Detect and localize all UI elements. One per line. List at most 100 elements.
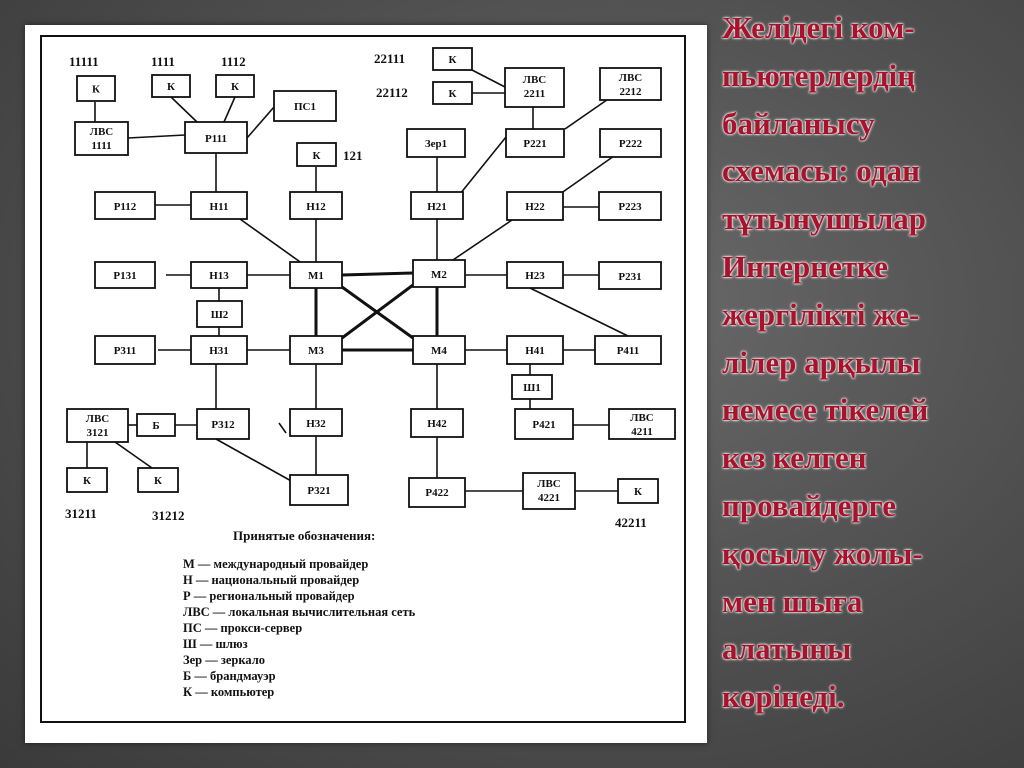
legend-item-zer: Зер — зеркало — [183, 653, 265, 667]
node-b-label: Б — [152, 420, 159, 432]
node-p321-label: Р321 — [307, 485, 330, 497]
node-b: Б — [136, 413, 176, 437]
node-p312-label: Р312 — [211, 419, 235, 431]
legend-item-lvs: ЛВС — локальная вычислительная сеть — [183, 605, 416, 619]
node-k1111-label: К — [167, 81, 175, 93]
node-lvs2212: ЛВС 2212 — [599, 67, 662, 101]
connection-lines — [86, 69, 631, 492]
node-ps1-label: ПС1 — [294, 101, 316, 113]
label-121: 121 — [343, 148, 363, 163]
node-p222-label: Р222 — [619, 138, 643, 150]
caption-line: көрінеді. — [722, 679, 845, 715]
node-m1: М1 — [289, 261, 343, 289]
caption-line: қосылу жолы- — [722, 535, 923, 571]
caption-line: Желідегі ком- — [722, 10, 915, 45]
node-m2-label: М2 — [431, 269, 447, 281]
node-n12: Н12 — [289, 191, 343, 220]
node-sh2-label: Ш2 — [211, 309, 229, 321]
node-p321: Р321 — [289, 474, 349, 506]
slide-caption: Желідегі ком- пьютерлердің байланысу схе… — [722, 4, 1018, 721]
node-k22111: К — [432, 47, 473, 71]
node-p221-label: Р221 — [523, 138, 546, 150]
caption-line: схемасы: одан — [722, 153, 920, 189]
legend-item-ps: ПС — прокси-сервер — [183, 621, 302, 635]
caption-line: Интернетке — [722, 248, 888, 284]
legend-item-k: К — компьютер — [183, 685, 274, 699]
caption-line: провайдерге — [722, 487, 897, 523]
node-k1112: К — [215, 74, 255, 98]
caption-line: кез келген — [722, 440, 867, 476]
node-lvs2212-label-a: ЛВС — [619, 72, 643, 84]
label-42211: 42211 — [615, 515, 647, 530]
node-k31211-label: К — [83, 475, 91, 487]
node-lvs2212-label-b: 2212 — [620, 86, 643, 98]
node-lvs3121: ЛВС 3121 — [66, 408, 129, 443]
node-p411-label: Р411 — [617, 345, 640, 357]
label-22112: 22112 — [376, 85, 408, 100]
node-n41: Н41 — [506, 335, 564, 365]
node-n22-label: Н22 — [525, 201, 545, 213]
caption-line: пьютерлердің — [722, 57, 916, 93]
node-k31211: К — [66, 467, 108, 493]
legend: Принятые обозначения: М — международный … — [183, 528, 416, 699]
node-k11111: К — [76, 75, 116, 102]
node-zer1: Зер1 — [406, 128, 466, 158]
node-ps1: ПС1 — [273, 90, 337, 122]
node-k22112-label: К — [449, 88, 457, 100]
node-p411: Р411 — [594, 335, 662, 365]
node-p311-label: Р311 — [114, 345, 137, 357]
label-1112: 1112 — [221, 54, 246, 69]
node-p312: Р312 — [196, 408, 250, 440]
node-p221: Р221 — [505, 128, 565, 158]
node-n21: Н21 — [410, 191, 464, 220]
node-p131-label: Р131 — [113, 270, 136, 282]
node-k11111-label: К — [92, 84, 100, 96]
node-n23: Н23 — [506, 261, 564, 289]
node-lvs4211: ЛВС 4211 — [608, 408, 676, 440]
node-lvs3121-label-a: ЛВС — [86, 413, 110, 425]
node-p231: Р231 — [598, 261, 662, 290]
node-k22111-label: К — [449, 54, 457, 66]
legend-item-b: Б — брандмауэр — [183, 669, 276, 683]
node-n11-label: Н11 — [210, 201, 229, 213]
node-k1111: К — [151, 74, 191, 98]
node-sh2: Ш2 — [196, 300, 243, 328]
node-lvs2211: ЛВС 2211 — [504, 67, 565, 108]
node-p111: Р111 — [184, 121, 248, 154]
caption-line: байланысу — [722, 105, 875, 141]
node-m3: М3 — [289, 335, 343, 365]
node-k42211: К — [617, 478, 659, 504]
label-22111: 22111 — [374, 51, 405, 66]
node-lvs3121-label-b: 3121 — [87, 427, 109, 439]
caption-line: мен шыға — [722, 583, 863, 619]
node-p131: Р131 — [94, 261, 156, 289]
legend-item-n: Н — национальный провайдер — [183, 573, 359, 587]
node-n11: Н11 — [190, 191, 248, 220]
caption-line: тұтынушылар — [722, 201, 927, 237]
node-zer1-label: Зер1 — [425, 138, 447, 150]
node-lvs4221-label-b: 4221 — [538, 492, 560, 504]
node-k22112: К — [432, 81, 473, 105]
node-k42211-label: К — [634, 486, 642, 498]
node-p112-label: Р112 — [114, 201, 137, 213]
node-lvs2211-label-b: 2211 — [524, 88, 545, 100]
node-m2: М2 — [412, 259, 466, 288]
node-sh1: Ш1 — [511, 374, 553, 400]
node-k121-label: К — [313, 150, 321, 162]
node-n42-label: Н42 — [427, 418, 447, 430]
node-n12-label: Н12 — [306, 201, 326, 213]
node-p223-label: Р223 — [618, 201, 642, 213]
network-diagram-figure: К К К ЛВС 1111 Р111 ПС1 К Р112 — [25, 25, 707, 743]
legend-title: Принятые обозначения: — [233, 528, 375, 543]
label-31212: 31212 — [152, 508, 185, 523]
node-k1112-label: К — [231, 81, 239, 93]
legend-item-sh: Ш — шлюз — [183, 637, 248, 651]
node-p112: Р112 — [94, 191, 156, 220]
node-sh1-label: Ш1 — [523, 382, 541, 394]
node-lvs1111: ЛВС 1111 — [74, 121, 129, 156]
node-p422: Р422 — [408, 477, 466, 508]
node-lvs4221: ЛВС 4221 — [522, 472, 576, 510]
node-m4-label: М4 — [431, 345, 447, 357]
node-n22: Н22 — [506, 191, 564, 221]
node-n21-label: Н21 — [427, 201, 447, 213]
